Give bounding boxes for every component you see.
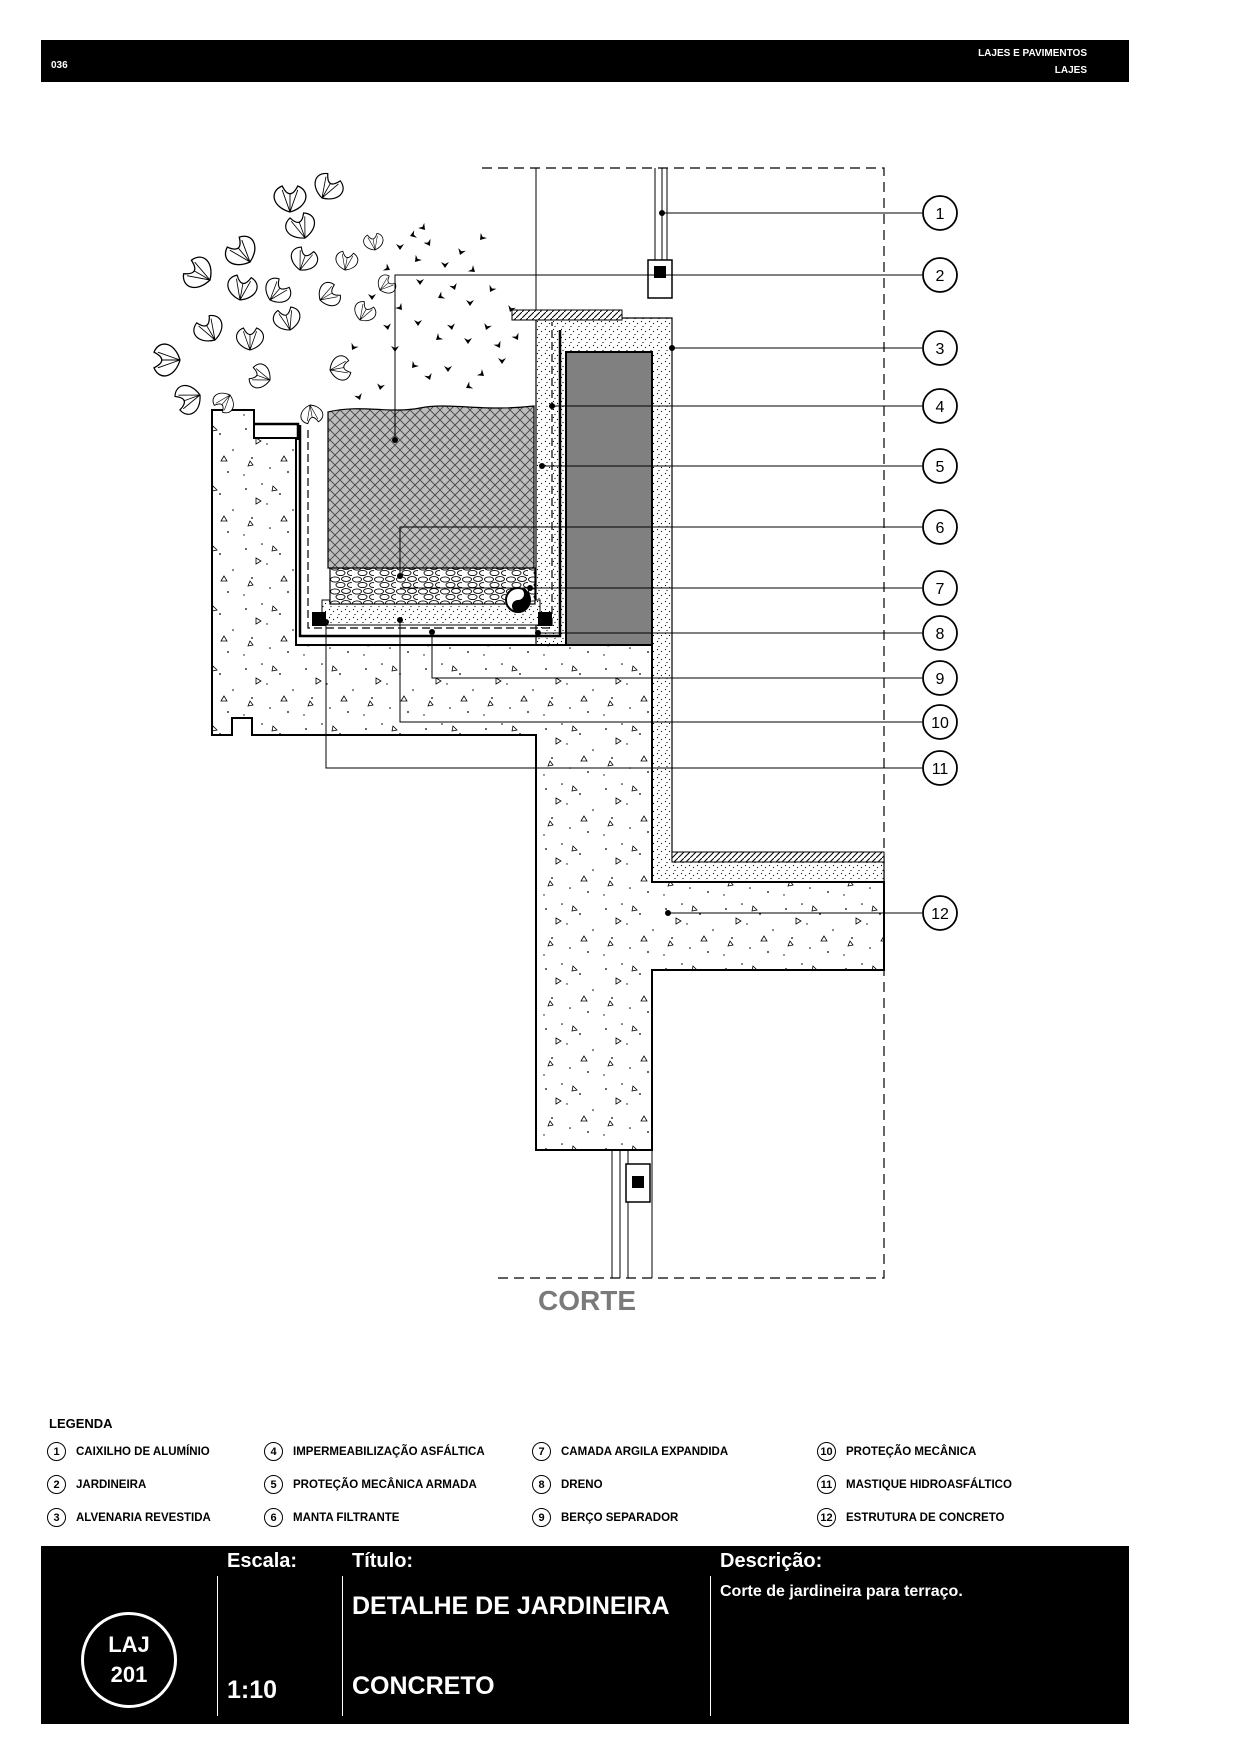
svg-text:7: 7 xyxy=(936,581,945,598)
title-block: LAJ 201 Escala: 1:10 Título: DETALHE DE … xyxy=(41,1546,1129,1724)
legend-item: 6 MANTA FILTRANTE xyxy=(264,1508,399,1527)
callout-5: 5 xyxy=(922,448,958,484)
callout-7: 7 xyxy=(922,570,958,606)
legend-number: 11 xyxy=(817,1475,836,1494)
divider xyxy=(342,1576,343,1716)
legend-number: 5 xyxy=(264,1475,283,1494)
legend-item: 4 IMPERMEABILIZAÇÃO ASFÁLTICA xyxy=(264,1442,485,1461)
legend-item: 11 MASTIQUE HIDROASFÁLTICO xyxy=(817,1475,1012,1494)
legend-label: PROTEÇÃO MECÂNICA xyxy=(846,1445,977,1458)
category-label: LAJES E PAVIMENTOS xyxy=(978,48,1087,59)
legend-number: 3 xyxy=(47,1508,66,1527)
callout-3: 3 xyxy=(922,330,958,366)
legend-item: 1 CAIXILHO DE ALUMÍNIO xyxy=(47,1442,210,1461)
svg-text:9: 9 xyxy=(936,671,945,688)
legend-label: IMPERMEABILIZAÇÃO ASFÁLTICA xyxy=(293,1445,485,1458)
svg-text:6: 6 xyxy=(936,520,945,537)
svg-text:2: 2 xyxy=(936,268,945,285)
title-label: Título: xyxy=(352,1550,414,1572)
legend-number: 8 xyxy=(532,1475,551,1494)
legend-item: 2 JARDINEIRA xyxy=(47,1475,146,1494)
callout-11: 11 xyxy=(922,750,958,786)
plant-illustration xyxy=(153,169,522,426)
legend-label: ALVENARIA REVESTIDA xyxy=(76,1511,211,1524)
svg-text:8: 8 xyxy=(936,626,945,643)
header-bar: 036 LAJES E PAVIMENTOS LAJES xyxy=(41,40,1129,82)
legend-item: 10 PROTEÇÃO MECÂNICA xyxy=(817,1442,976,1461)
svg-text:3: 3 xyxy=(936,341,945,358)
sheet-code-line1: LAJ xyxy=(108,1632,150,1657)
legend-label: CAMADA ARGILA EXPANDIDA xyxy=(561,1445,729,1458)
callout-2: 2 xyxy=(922,257,958,293)
svg-text:10: 10 xyxy=(931,715,949,732)
legend-label: MANTA FILTRANTE xyxy=(293,1511,400,1524)
svg-text:4: 4 xyxy=(936,399,945,416)
legend-number: 2 xyxy=(47,1475,66,1494)
page-number: 036 xyxy=(51,60,68,71)
legend-number: 7 xyxy=(532,1442,551,1461)
callout-4: 4 xyxy=(922,388,958,424)
legend-label: CAIXILHO DE ALUMÍNIO xyxy=(76,1445,210,1458)
legend-item: 9 BERÇO SEPARADOR xyxy=(532,1508,678,1527)
legend-title: LEGENDA xyxy=(49,1416,113,1431)
legend-number: 12 xyxy=(817,1508,836,1527)
legend-label: MASTIQUE HIDROASFÁLTICO xyxy=(846,1478,1012,1491)
legend-number: 4 xyxy=(264,1442,283,1461)
legend-number: 6 xyxy=(264,1508,283,1527)
legend-number: 10 xyxy=(817,1442,836,1461)
title-line2: CONCRETO xyxy=(352,1672,495,1700)
callout-9: 9 xyxy=(922,660,958,696)
legend-label: BERÇO SEPARADOR xyxy=(561,1511,679,1524)
scale-value: 1:10 xyxy=(227,1676,278,1704)
scale-label: Escala: xyxy=(227,1550,298,1572)
callout-1: 1 xyxy=(922,195,958,231)
subcategory-label: LAJES xyxy=(1054,65,1087,76)
legend-label: PROTEÇÃO MECÂNICA ARMADA xyxy=(293,1478,477,1491)
sheet-code-badge: LAJ 201 xyxy=(81,1612,177,1708)
callout-10: 10 xyxy=(922,704,958,740)
title-line1: DETALHE DE JARDINEIRA xyxy=(352,1592,670,1620)
sheet-code-line2: 201 xyxy=(110,1662,148,1687)
legend-number: 9 xyxy=(532,1508,551,1527)
callout-6: 6 xyxy=(922,509,958,545)
divider xyxy=(710,1576,711,1716)
callout-8: 8 xyxy=(922,615,958,651)
svg-text:5: 5 xyxy=(936,459,945,476)
legend-item: 5 PROTEÇÃO MECÂNICA ARMADA xyxy=(264,1475,477,1494)
legend-item: 8 DRENO xyxy=(532,1475,603,1494)
description-label: Descrição: xyxy=(720,1550,823,1572)
description-text: Corte de jardineira para terraço. xyxy=(720,1583,963,1600)
legend-label: ESTRUTURA DE CONCRETO xyxy=(846,1511,1005,1524)
legend-item: 12 ESTRUTURA DE CONCRETO xyxy=(817,1508,1004,1527)
svg-text:12: 12 xyxy=(931,906,949,923)
legend-item: 7 CAMADA ARGILA EXPANDIDA xyxy=(532,1442,728,1461)
svg-text:1: 1 xyxy=(936,206,945,223)
legend-number: 1 xyxy=(47,1442,66,1461)
legend-label: JARDINEIRA xyxy=(76,1478,147,1491)
view-label: CORTE xyxy=(538,1285,636,1316)
legend-item: 3 ALVENARIA REVESTIDA xyxy=(47,1508,211,1527)
callout-12: 12 xyxy=(922,895,958,931)
divider xyxy=(217,1576,218,1716)
legend-label: DRENO xyxy=(561,1478,603,1491)
svg-text:11: 11 xyxy=(932,761,949,778)
